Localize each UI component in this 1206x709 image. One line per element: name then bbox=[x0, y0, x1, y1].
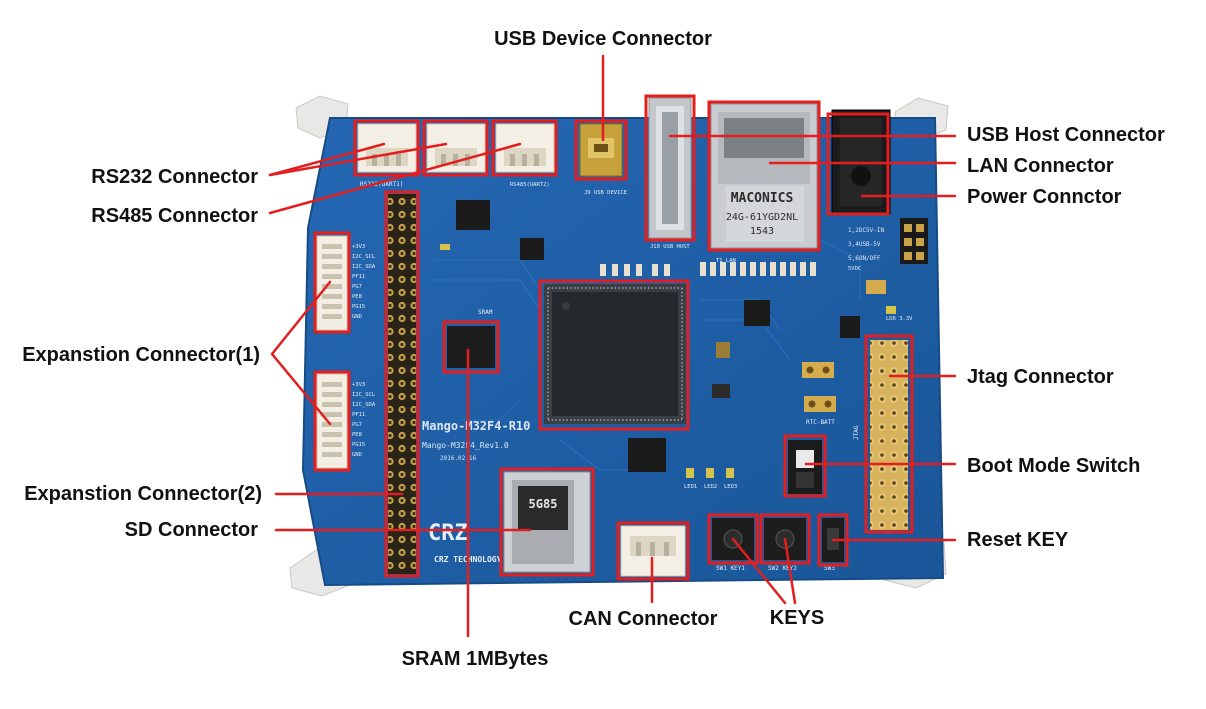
exp1-pin-2: I2C_SCL bbox=[352, 254, 376, 260]
exp2-pin-2: I2C_SCL bbox=[352, 392, 376, 398]
box-pin-header bbox=[384, 190, 420, 578]
label-reset: Reset KEY bbox=[967, 529, 1069, 551]
label-expansion-2: Expanstion Connector(2) bbox=[24, 483, 262, 505]
exp1-pin-1: +3V3 bbox=[352, 244, 365, 250]
main-pin-header bbox=[388, 194, 416, 574]
box-jtag bbox=[864, 334, 914, 534]
vdc-silk: 5VDC bbox=[848, 266, 861, 272]
exp1-pin-3: I2C_SDA bbox=[352, 264, 376, 270]
power-opt-2: 3,4USB-5V bbox=[848, 241, 881, 248]
led1-silk: LED1 bbox=[684, 484, 697, 490]
crz-logo-text: CRZ bbox=[428, 521, 468, 546]
box-sd bbox=[499, 467, 595, 577]
label-jtag: Jtag Connector bbox=[967, 366, 1114, 388]
can-header bbox=[620, 525, 686, 577]
boot-mode-switch bbox=[788, 440, 822, 494]
lan-jack bbox=[710, 103, 818, 249]
label-power: Power Connctor bbox=[967, 186, 1122, 208]
rs485-silk: RS485(UART2) bbox=[510, 182, 550, 188]
label-sram: SRAM 1MBytes bbox=[401, 648, 549, 670]
label-expansion-1: Expanstion Connector(1) bbox=[22, 344, 260, 366]
usb-host-silk: J10 USB HOST bbox=[650, 244, 690, 250]
box-expansion-1 bbox=[313, 231, 351, 334]
label-keys: KEYS bbox=[769, 607, 825, 629]
box-lan bbox=[707, 100, 821, 252]
sram-silk: SRAM bbox=[478, 309, 493, 316]
exp2-pin-8: GND bbox=[352, 452, 362, 458]
label-usb-host: USB Host Connector bbox=[967, 124, 1165, 146]
lan-jack-brand: MACONICS bbox=[731, 191, 794, 206]
expansion-connector-1 bbox=[316, 235, 348, 331]
label-usb-device: USB Device Connector bbox=[494, 28, 712, 50]
usb-host-port bbox=[648, 97, 692, 239]
box-sram bbox=[442, 320, 500, 374]
jtag-silk: JTAG bbox=[853, 425, 860, 440]
usb-device-silk: J9 USB DEVICE bbox=[584, 190, 627, 196]
exp2-pin-4: PF11 bbox=[352, 412, 365, 418]
label-boot-mode: Boot Mode Switch bbox=[967, 455, 1141, 477]
sram-chip bbox=[447, 326, 495, 368]
led2-silk: LED2 bbox=[704, 484, 717, 490]
lan-jack-model: 24G-61YGD2NL bbox=[726, 212, 798, 223]
label-rs485: RS485 Connector bbox=[91, 205, 258, 227]
lan-silk: T1 LAN bbox=[716, 258, 736, 264]
label-rs232: RS232 Connector bbox=[91, 166, 258, 188]
rtc-silk: RTC-BATT bbox=[806, 419, 835, 426]
sw2-silk: SW2 KEY2 bbox=[768, 565, 797, 572]
leader-lines bbox=[268, 54, 957, 638]
mcu-chip bbox=[544, 284, 686, 424]
jtag-header bbox=[870, 340, 908, 530]
expansion-pin-labels: +3V3 I2C_SCL I2C_SDA PF11 PG7 PE8 PG15 G… bbox=[352, 244, 376, 458]
board-name: Mango-M32F4-R10 bbox=[422, 419, 530, 433]
exp2-pin-6: PE8 bbox=[352, 432, 362, 438]
label-can: CAN Connector bbox=[568, 608, 718, 630]
exp1-pin-5: PG7 bbox=[352, 284, 362, 290]
box-rs485 bbox=[491, 119, 558, 177]
box-usb-device bbox=[574, 119, 628, 181]
box-key2 bbox=[759, 513, 811, 565]
power-select-jumper bbox=[900, 218, 928, 264]
led3-silk: LED3 bbox=[724, 484, 737, 490]
lan-jack-code: 1543 bbox=[750, 226, 774, 237]
exp1-pin-8: GND bbox=[352, 314, 362, 320]
exp2-pin-7: PG15 bbox=[352, 442, 365, 448]
sw1-silk: SW1 KEY1 bbox=[716, 565, 745, 572]
power-opt-1: 1,2DC5V-IN bbox=[848, 227, 885, 234]
expansion-connector-2 bbox=[316, 373, 348, 469]
box-expansion-2 bbox=[313, 370, 351, 472]
board-date: 2016.02.16 bbox=[440, 455, 477, 462]
crz-logo: CRZ bbox=[428, 521, 468, 546]
label-sd: SD Connector bbox=[124, 519, 258, 541]
box-mcu bbox=[538, 279, 690, 431]
box-key1 bbox=[707, 513, 759, 565]
usb-device-port bbox=[579, 123, 623, 177]
sw3-silk: SW3 bbox=[824, 565, 835, 572]
ld6-silk: LD6 3.3V bbox=[886, 316, 913, 322]
exp2-pin-3: I2C_SDA bbox=[352, 402, 376, 408]
sd-socket bbox=[503, 471, 591, 573]
exp2-pin-5: PG7 bbox=[352, 422, 362, 428]
label-lan: LAN Connector bbox=[967, 155, 1114, 177]
rs232-header-1 bbox=[357, 123, 417, 173]
key-buttons bbox=[712, 518, 844, 562]
small-ics bbox=[456, 200, 860, 472]
exp2-pin-1: +3V3 bbox=[352, 382, 365, 388]
rs232-silk: RS232(UART1) bbox=[360, 181, 403, 188]
rs232-header-2 bbox=[426, 123, 486, 173]
power-opt-3: 5,6ON/OFF bbox=[848, 255, 881, 262]
sd-card-text: 5G85 bbox=[529, 497, 558, 511]
box-boot-mode bbox=[783, 434, 827, 498]
exp1-pin-6: PE8 bbox=[352, 294, 362, 300]
board-revision: Mango-M32F4_Rev1.0 bbox=[422, 441, 509, 450]
pads bbox=[802, 280, 886, 412]
passives bbox=[440, 244, 896, 478]
exp1-pin-7: PG15 bbox=[352, 304, 365, 310]
box-usb-host bbox=[644, 94, 696, 242]
exp1-pin-4: PF11 bbox=[352, 274, 365, 280]
